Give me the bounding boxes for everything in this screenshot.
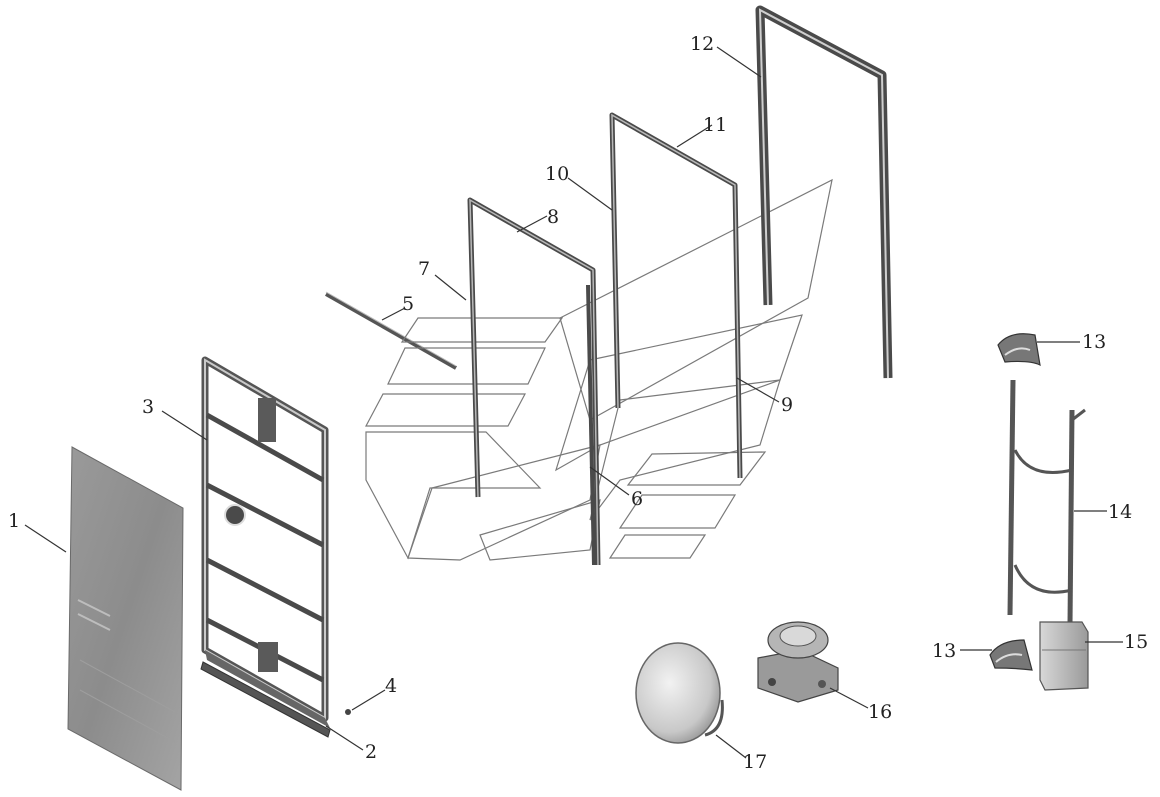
callout-3: 3	[142, 396, 154, 418]
callout-13-bottom: 13	[932, 640, 956, 662]
callout-8: 8	[547, 206, 559, 228]
glass-seal-frame-left	[467, 197, 601, 566]
callout-14: 14	[1108, 501, 1132, 523]
clip-top	[997, 333, 1041, 367]
callout-17: 17	[743, 751, 767, 773]
round-cover	[635, 642, 724, 744]
door-inner-frame	[201, 356, 330, 728]
callout-11: 11	[703, 114, 727, 136]
bottom-seal-strip	[200, 661, 331, 738]
callout-labels: 1 2 3 4 5 6 7 8 9 10 11 12 13 13 14 15 1…	[8, 33, 1148, 773]
door-rubber-seal	[755, 5, 893, 379]
callout-12: 12	[690, 33, 714, 55]
glass-rod	[325, 291, 457, 370]
door-lock	[757, 621, 839, 703]
callout-1: 1	[8, 510, 20, 532]
callout-7: 7	[418, 258, 430, 280]
screw	[345, 709, 351, 715]
door-panel	[67, 446, 184, 791]
glass-seal-frame-middle	[609, 112, 743, 479]
regulator-motor	[1039, 621, 1089, 691]
callout-16: 16	[868, 701, 892, 723]
window-regulator	[1007, 379, 1086, 626]
callout-5: 5	[402, 293, 414, 315]
callout-2: 2	[365, 741, 377, 763]
division-strip	[586, 284, 596, 566]
leader-lines	[24, 46, 1123, 759]
callout-10: 10	[545, 163, 569, 185]
callout-9: 9	[781, 394, 793, 416]
callout-15: 15	[1124, 631, 1148, 653]
clip-bottom	[989, 639, 1033, 671]
callout-4: 4	[385, 675, 397, 697]
callout-6: 6	[631, 488, 643, 510]
callout-13-top: 13	[1082, 331, 1106, 353]
